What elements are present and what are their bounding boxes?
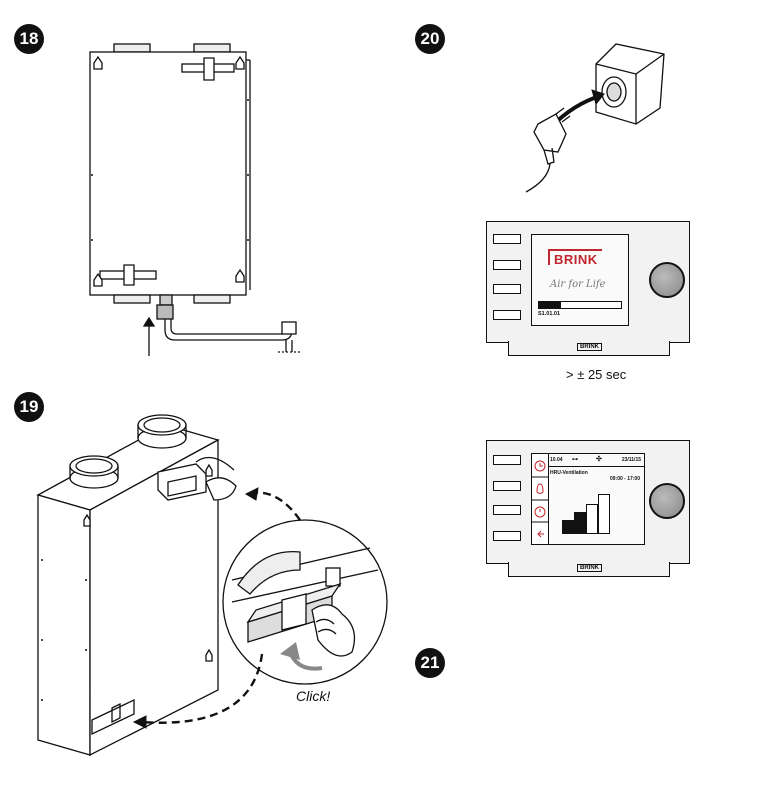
fan-icon: ✣ [596,456,602,463]
side-button-4b[interactable] [493,531,521,541]
side-button-2[interactable] [493,260,521,270]
side-button-3[interactable] [493,284,521,294]
step-18-badge: 18 [14,24,44,54]
screen-time: 10.04 [550,457,563,463]
screen-mode: HRU-Ventilation [550,470,588,476]
side-button-3b[interactable] [493,505,521,515]
base-brand-label-2: BRINK [577,564,602,572]
display-startup: BRINK Air for Life S1.01.01 [486,221,690,343]
side-button-1[interactable] [493,234,521,244]
key-icon: ⊶ [572,457,578,463]
display-controller-base: BRINK [508,562,670,577]
controller-screen: 10.04 ⊶ ✣ 23/11/15 HRU-Ventilation 09:00… [531,453,645,545]
screen-schedule: 09:00 - 17:00 [609,476,640,482]
slogan: Air for Life [550,279,606,290]
display-controller: 10.04 ⊶ ✣ 23/11/15 HRU-Ventilation 09:00… [486,440,690,564]
control-knob[interactable] [649,262,685,298]
base-brand-label: BRINK [577,343,602,351]
control-knob-2[interactable] [649,483,685,519]
side-button-1b[interactable] [493,455,521,465]
fan-level-bar-2 [574,512,586,534]
clock-icon [534,460,546,472]
side-button-4[interactable] [493,310,521,320]
step-20-badge: 20 [415,24,445,54]
hand-icon [536,483,544,494]
brand-logo-text: BRINK [554,252,598,267]
startup-screen: BRINK Air for Life S1.01.01 [531,234,629,326]
timer-icon [534,506,546,518]
screen-date: 23/11/15 [621,457,641,463]
step-19-badge: 19 [14,392,44,422]
fan-level-bar-4 [598,494,610,534]
startup-progress-bar [538,301,622,309]
side-button-2b[interactable] [493,481,521,491]
back-arrow-icon [537,530,544,538]
firmware-version: S1.01.01 [538,311,561,317]
timing-caption: > ± 25 sec [566,367,627,382]
fan-level-bar-1 [562,520,574,534]
display-startup-base: BRINK [508,341,670,356]
status-bar: 10.04 ⊶ ✣ 23/11/15 [548,454,644,467]
startup-progress-fill [539,302,562,308]
click-label: Click! [296,688,331,704]
step-21-badge: 21 [415,648,445,678]
brand-logo [548,249,602,265]
fan-level-bar-3 [586,504,598,534]
icon-column [532,454,549,544]
